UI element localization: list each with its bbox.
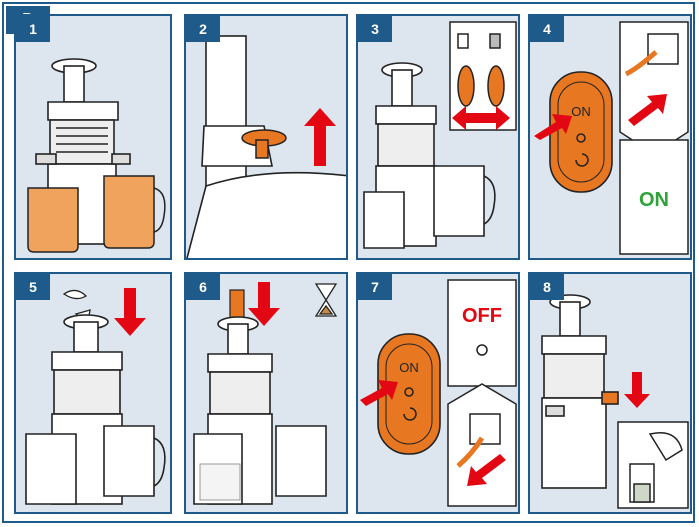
step-number: 8 bbox=[530, 274, 564, 300]
step-3-panel: 3 bbox=[356, 14, 520, 260]
arrow-down-icon bbox=[248, 282, 280, 326]
juicing-in-progress-illustration bbox=[193, 282, 338, 505]
step-6-panel: 6 bbox=[184, 272, 348, 514]
switch-on-label: ON bbox=[571, 104, 591, 119]
socket-icon bbox=[619, 21, 689, 155]
remove-lid-illustration bbox=[186, 35, 346, 258]
power-switch-icon bbox=[377, 333, 441, 455]
juicer-with-orange-jugs-illustration bbox=[27, 58, 166, 253]
lid-icon bbox=[241, 129, 287, 159]
on-indicator: ON bbox=[639, 189, 669, 211]
glass-icon bbox=[617, 421, 689, 509]
arrow-up-icon bbox=[304, 108, 336, 166]
step-4-panel: 4 ON ON bbox=[528, 14, 692, 260]
plug-arrow-icon bbox=[628, 94, 667, 126]
step-2-panel: 2 bbox=[184, 14, 348, 260]
arrow-right-icon bbox=[360, 380, 398, 406]
arrow-right-icon bbox=[534, 114, 572, 140]
arrow-down-icon bbox=[624, 372, 650, 408]
off-indicator: OFF bbox=[462, 305, 502, 327]
plug-in-and-switch-on-illustration: ON ON bbox=[534, 21, 689, 255]
jug-icon bbox=[27, 175, 166, 253]
power-switch-icon bbox=[549, 71, 613, 193]
switch-on-label: ON bbox=[399, 360, 419, 375]
juicer-icon bbox=[541, 294, 619, 489]
step-8-panel: 8 bbox=[528, 272, 692, 514]
switch-off-and-unplug-illustration: ON OFF bbox=[360, 279, 517, 507]
double-arrow-icon bbox=[452, 106, 510, 130]
step-number: 2 bbox=[186, 16, 220, 42]
step-number: 3 bbox=[358, 16, 392, 42]
close-spout-and-serve-illustration bbox=[541, 294, 689, 509]
step-5-panel: 5 bbox=[14, 272, 172, 514]
step-number: 5 bbox=[16, 274, 50, 300]
hourglass-icon bbox=[314, 283, 338, 317]
socket-icon bbox=[447, 383, 517, 507]
step-number: 7 bbox=[358, 274, 392, 300]
step-number: 1 bbox=[16, 16, 50, 42]
step-number: 6 bbox=[186, 274, 220, 300]
arrow-down-icon bbox=[114, 288, 146, 336]
step-1-panel: 1 bbox=[14, 14, 172, 260]
step-number: 4 bbox=[530, 16, 564, 42]
juicer-icon bbox=[25, 314, 166, 505]
select-strainer-illustration bbox=[363, 21, 517, 249]
unplug-arrow-icon bbox=[467, 454, 506, 486]
step-7-panel: 7 ON OFF bbox=[356, 272, 520, 514]
insert-fruit-illustration bbox=[25, 288, 166, 505]
